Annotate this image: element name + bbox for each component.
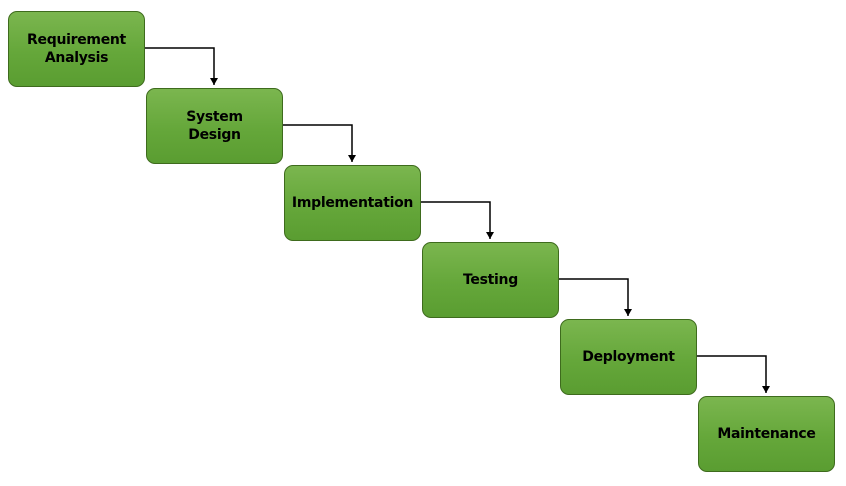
stage-deployment: Deployment	[560, 319, 697, 395]
stage-label: Deployment	[582, 349, 675, 365]
connector-1-2	[145, 47, 218, 85]
connector-4-5	[559, 278, 632, 316]
stage-maintenance: Maintenance	[698, 396, 835, 472]
connector-3-4	[421, 201, 494, 239]
connector-5-6	[697, 355, 770, 393]
stage-label: Testing	[463, 272, 518, 288]
stage-system-design: System Design	[146, 88, 283, 164]
stage-label: System Design	[186, 109, 243, 143]
stage-requirement-analysis: Requirement Analysis	[8, 11, 145, 87]
stage-label: Requirement Analysis	[27, 32, 126, 66]
stage-testing: Testing	[422, 242, 559, 318]
connector-2-3	[283, 124, 356, 162]
stage-label: Implementation	[291, 195, 414, 211]
stage-label: Maintenance	[717, 426, 816, 442]
stage-implementation: Implementation	[284, 165, 421, 241]
